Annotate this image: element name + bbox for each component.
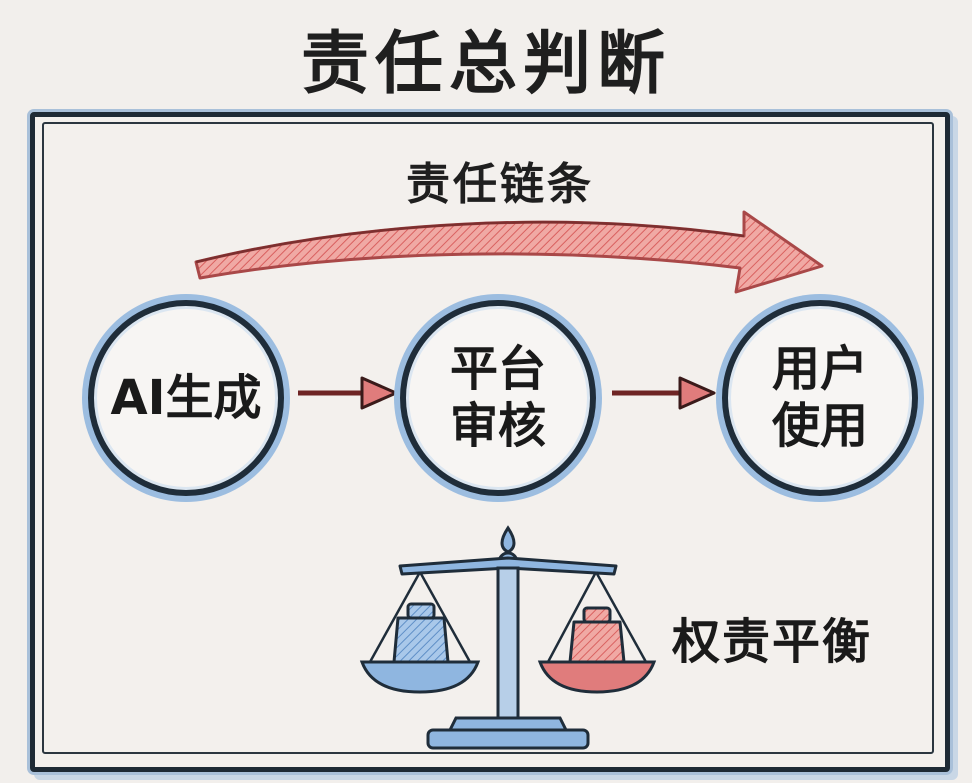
- weight-icon: [568, 606, 626, 664]
- node-label-line-2: 使用: [771, 398, 868, 454]
- node-label-line-2: 审核: [449, 398, 546, 454]
- node-label-line-1: 平台: [449, 341, 546, 398]
- flow-arrow-icon: [612, 376, 716, 410]
- flow-arrow-icon: [298, 376, 398, 410]
- node-platform-review: 平台 审核: [400, 300, 596, 496]
- chain-arrow-icon: [194, 210, 824, 294]
- diagram-title: 责任总判断: [300, 25, 671, 104]
- node-label: AI生成: [110, 369, 262, 426]
- node-label-line-1: 用户: [771, 341, 868, 398]
- weight-icon: [392, 602, 450, 664]
- node-ai-generation: AI生成: [88, 300, 284, 496]
- balance-label: 权责平衡: [672, 614, 873, 670]
- diagram-frame-inner-border: [42, 122, 934, 754]
- node-user-usage: 用户 使用: [722, 300, 918, 496]
- chain-label: 责任链条: [406, 159, 594, 210]
